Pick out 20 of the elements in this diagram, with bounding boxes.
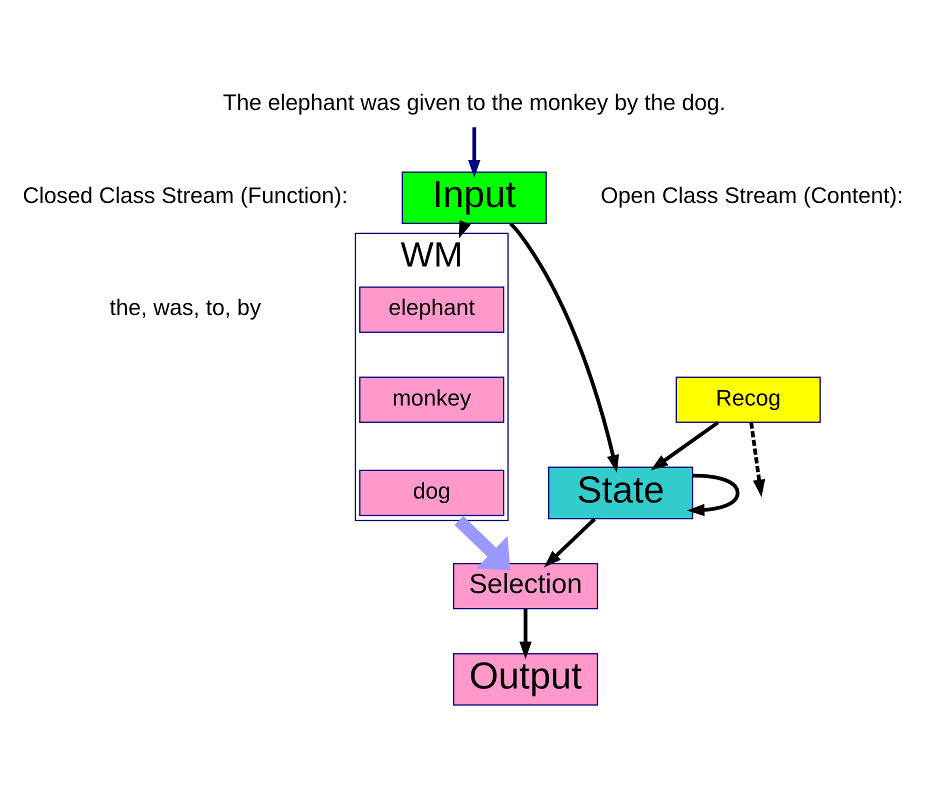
arrow xyxy=(458,220,471,238)
label: Closed Class Stream (Function): xyxy=(22,182,348,208)
node-box: Input xyxy=(402,170,547,224)
arrow xyxy=(749,422,766,497)
arrow xyxy=(519,608,532,659)
node-box: State xyxy=(548,466,694,519)
node-box: monkey xyxy=(359,376,504,422)
node-box: Recog xyxy=(676,376,821,422)
label: Open Class Stream (Content): xyxy=(600,182,904,208)
arrow xyxy=(454,515,510,570)
arrow xyxy=(468,126,480,178)
node-text: The elephant was given to the monkey by the dog. xyxy=(222,90,726,115)
arrow xyxy=(686,473,740,516)
node-box: elephant xyxy=(359,286,504,332)
node-box: Selection xyxy=(453,562,598,609)
node-box: dog xyxy=(359,469,504,516)
arrow xyxy=(544,517,596,567)
arrow xyxy=(650,420,720,470)
label: the, was, to, by xyxy=(110,294,261,320)
node-box: Output xyxy=(453,652,598,706)
